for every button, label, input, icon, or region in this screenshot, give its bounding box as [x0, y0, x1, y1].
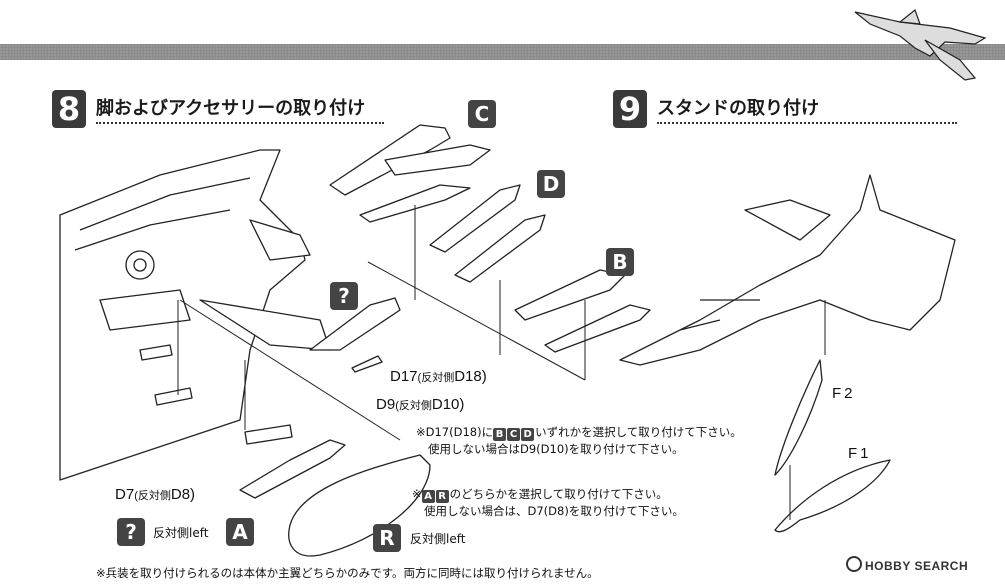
tag-c: C [468, 100, 496, 128]
step-9-underline [657, 122, 957, 124]
part-d9: D9(反対側D10) [376, 396, 465, 413]
step-9-badge: 9 [613, 90, 647, 128]
step-9-title: スタンドの取り付け [657, 98, 819, 119]
tag-question-bottom: ? [117, 518, 145, 546]
part-f2: F2 [832, 385, 856, 402]
tag-a: A [226, 518, 254, 546]
label-a-side: 反対側left [153, 526, 209, 540]
note-2-box-a: A [421, 490, 435, 503]
note-1-box-c: C [507, 428, 521, 441]
note-2-box-r: R [435, 490, 449, 503]
part-f1: F1 [848, 445, 872, 462]
note-1-box-d: D [521, 428, 535, 441]
part-d17: D17(反対側D18) [390, 368, 487, 385]
tag-r: R [373, 524, 401, 552]
watermark: HOBBY SEARCH [846, 556, 968, 573]
part-d7: D7(反対側D8) [115, 486, 196, 503]
step-8-badge: 8 [52, 90, 86, 128]
label-r-side: 反対側left [410, 532, 466, 546]
note-1-box-b: B [493, 428, 507, 441]
tag-b: B [606, 248, 634, 276]
step-8-title: 脚およびアクセサリーの取り付け [96, 98, 366, 119]
footer-note: ※兵装を取り付けられるのは本体か主翼どちらかのみです。両方に同時には取り付けられ… [96, 566, 599, 580]
tag-question-top: ? [330, 282, 358, 310]
watermark-logo-icon [846, 556, 862, 572]
tag-d: D [537, 170, 565, 198]
header-banner [0, 44, 1005, 60]
step-8-underline [96, 122, 384, 124]
